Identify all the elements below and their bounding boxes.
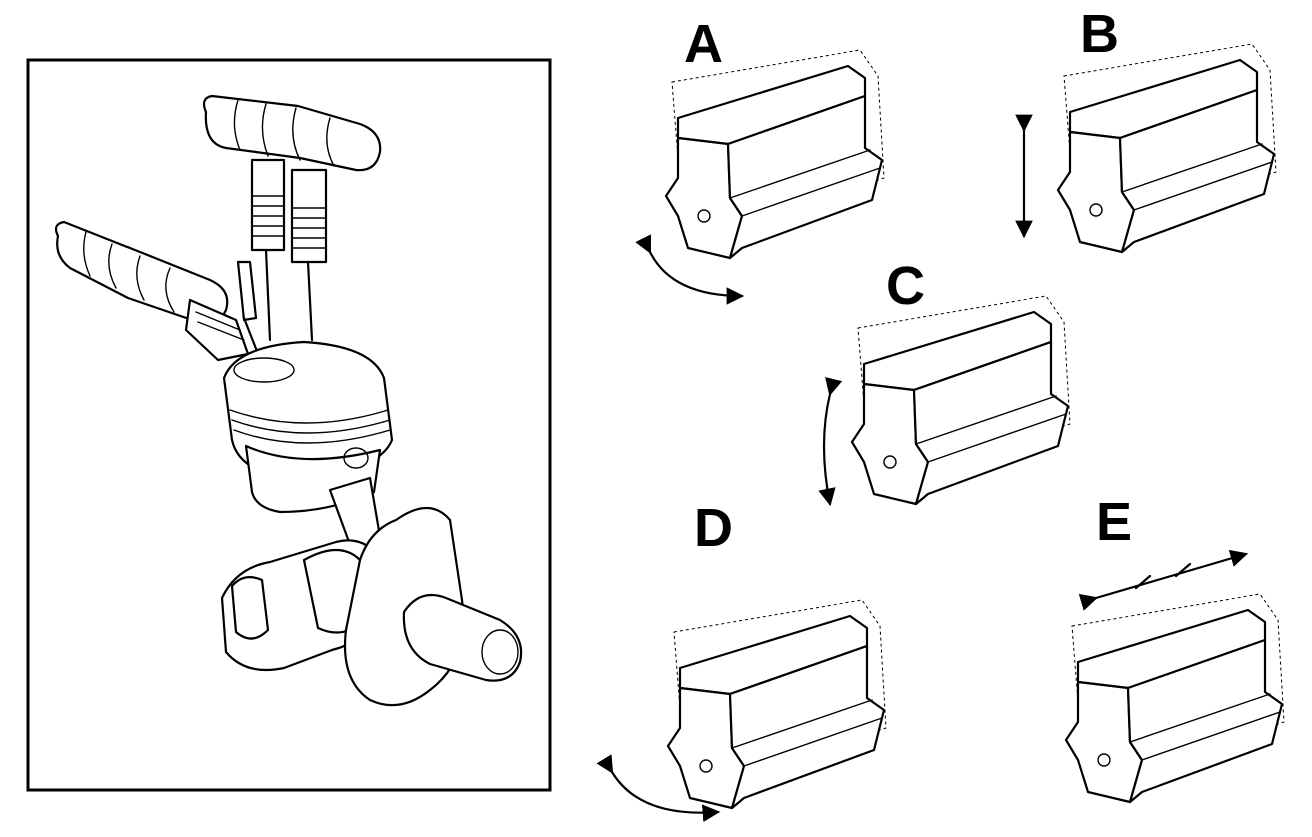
curved-double-arrow-icon: [818, 376, 843, 507]
horizontal-double-arrow-icon: [1078, 549, 1249, 611]
view-b: B: [1015, 4, 1278, 254]
block-views: A B C D E: [596, 4, 1286, 822]
label-c: C: [886, 256, 925, 316]
engine-block-icon: [664, 48, 886, 260]
engine-panel: [26, 58, 552, 792]
label-e: E: [1096, 492, 1132, 552]
engine-block-icon: [1056, 42, 1278, 254]
engine-block-icon: [666, 598, 888, 810]
engine-cutaway-icon: [54, 94, 523, 707]
label-a: A: [684, 14, 723, 74]
curved-double-arrow-icon: [596, 754, 721, 822]
view-a: A: [635, 14, 886, 305]
label-d: D: [694, 498, 733, 558]
engine-block-icon: [1064, 592, 1286, 804]
view-c: C: [818, 256, 1072, 507]
curved-double-arrow-icon: [635, 234, 745, 305]
label-b: B: [1080, 4, 1119, 64]
panel-frame: [26, 58, 552, 792]
view-e: E: [1064, 492, 1286, 804]
engine-block-icon: [850, 294, 1072, 506]
view-d: D: [596, 498, 888, 822]
arrow-segment-marks: [1134, 562, 1192, 590]
